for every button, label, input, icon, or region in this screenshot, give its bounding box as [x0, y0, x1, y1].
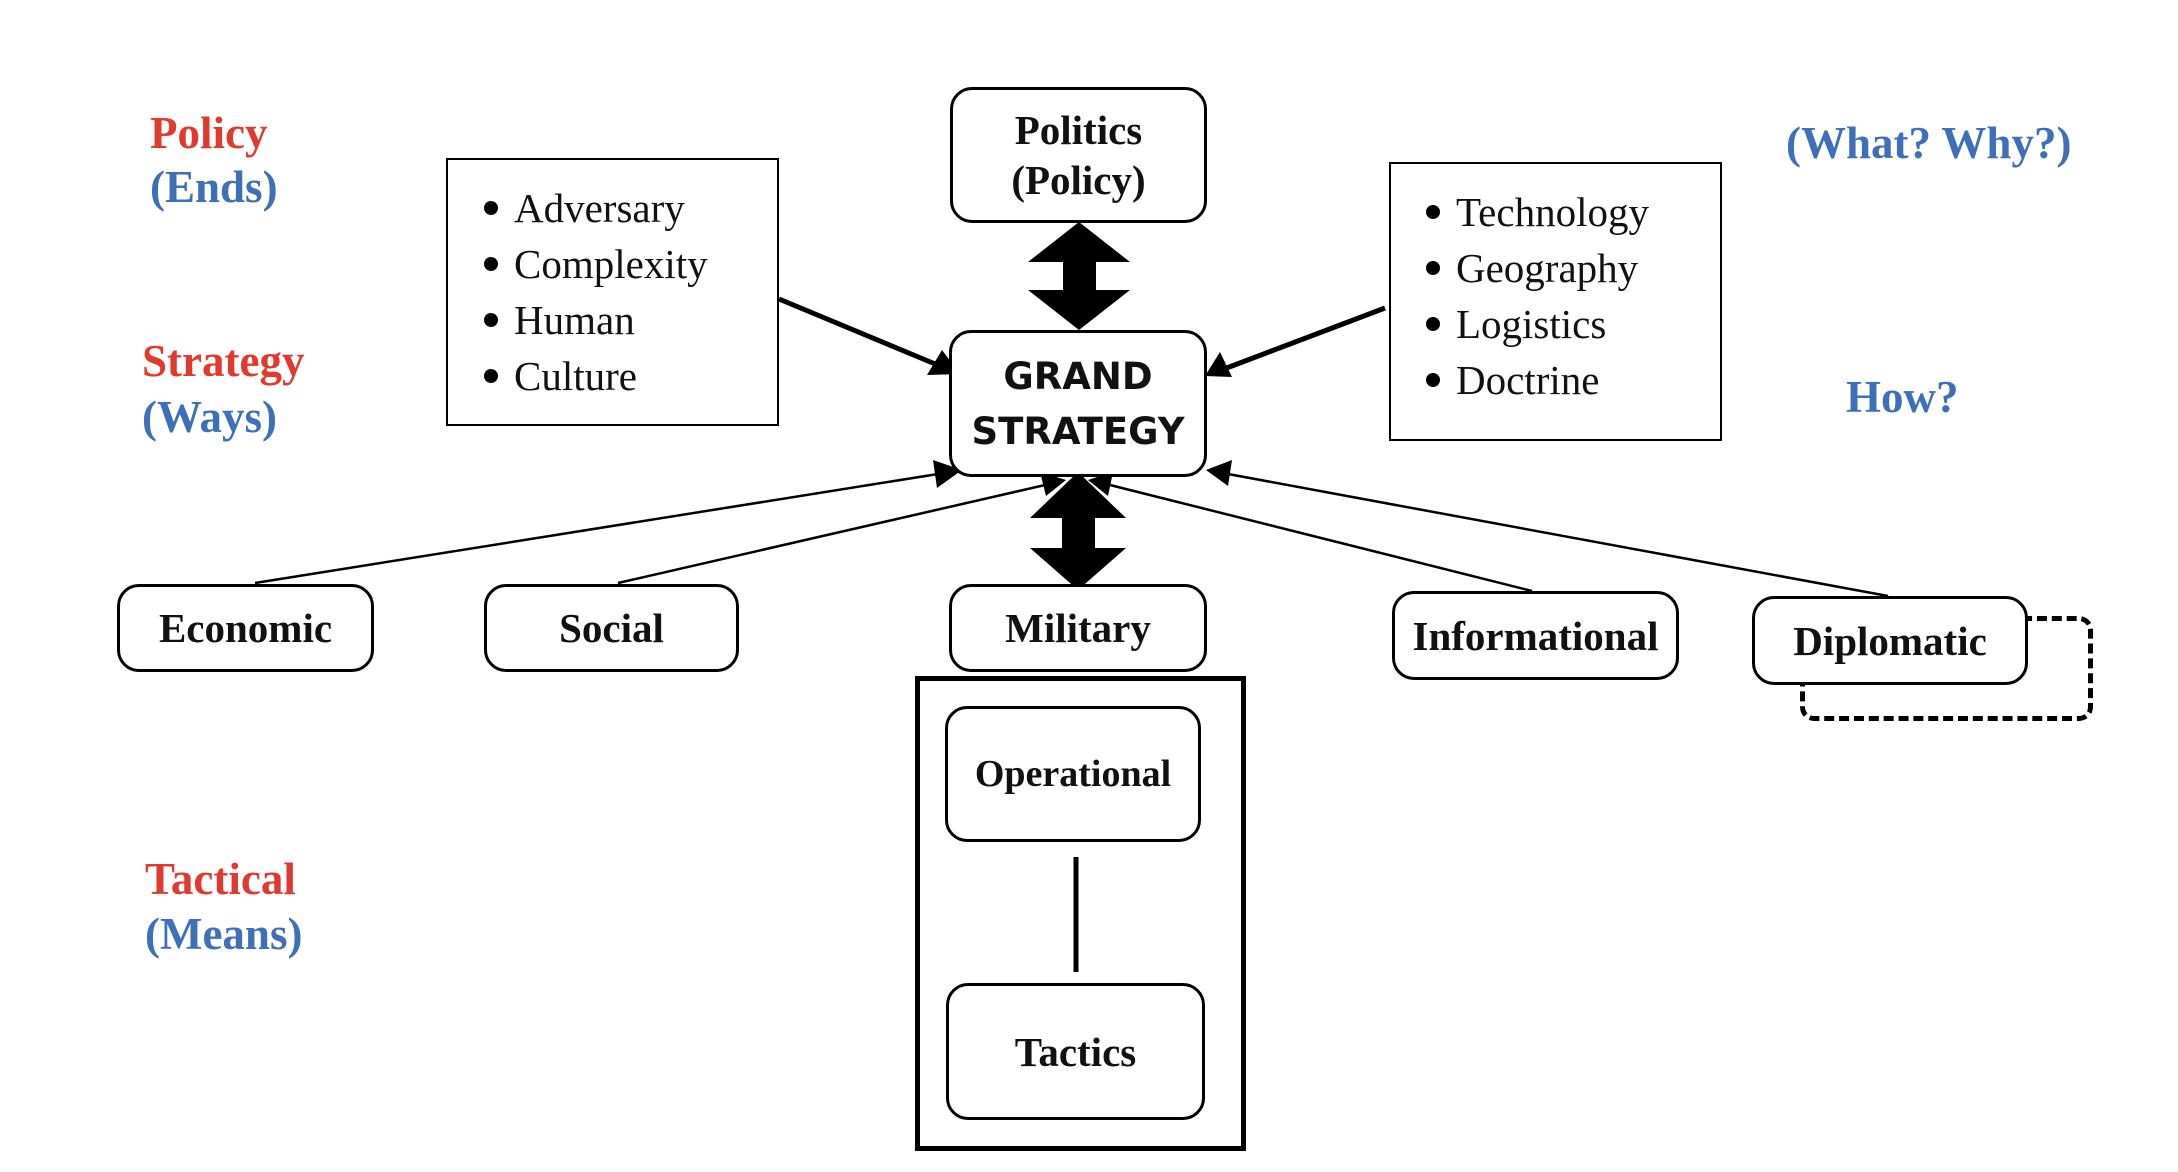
means-label: (Means)	[145, 909, 303, 959]
factor-label: Human	[514, 297, 635, 343]
diplomatic-arrow	[1206, 460, 1889, 598]
politics-grand-double-arrow	[1028, 222, 1130, 330]
politics-title: Politics	[1014, 107, 1143, 153]
strategy-label: Strategy	[142, 336, 305, 386]
factor-label: Geography	[1456, 245, 1639, 291]
grand-strategy-node[interactable]: GRAND STRATEGY	[949, 330, 1207, 477]
factor-label: Logistics	[1456, 301, 1607, 347]
grand-strategy-line1: GRAND	[1003, 354, 1153, 398]
bullet-icon	[1426, 317, 1440, 331]
economic-node[interactable]: Economic	[117, 584, 374, 672]
economic-label: Economic	[158, 605, 333, 651]
social-arrow	[617, 472, 1066, 585]
bullet-icon	[1426, 261, 1440, 275]
ways-label: (Ways)	[142, 392, 277, 442]
tactics-label: Tactics	[1014, 1028, 1137, 1075]
factor-item: Technology	[1426, 184, 1720, 240]
bullet-icon	[1426, 205, 1440, 219]
informational-label: Informational	[1412, 612, 1659, 659]
economic-arrow	[254, 460, 962, 585]
right-factors-box: Technology Geography Logistics Doctrine	[1389, 162, 1722, 441]
factor-label: Adversary	[514, 185, 685, 231]
social-label: Social	[559, 605, 664, 651]
policy-label: Policy	[150, 108, 268, 158]
factor-item: Doctrine	[1426, 352, 1720, 408]
left-factors-box: Adversary Complexity Human Culture	[446, 158, 779, 426]
factor-item: Human	[484, 292, 777, 348]
how-label: How?	[1846, 372, 1959, 422]
factor-item: Adversary	[484, 180, 777, 236]
bullet-icon	[484, 257, 498, 271]
factor-label: Complexity	[514, 241, 708, 287]
tactics-node[interactable]: Tactics	[946, 983, 1205, 1120]
operational-node[interactable]: Operational	[945, 706, 1201, 842]
left-factors-arrow	[778, 296, 960, 375]
politics-node[interactable]: Politics (Policy)	[950, 87, 1207, 223]
social-node[interactable]: Social	[484, 584, 739, 672]
military-node[interactable]: Military	[949, 584, 1207, 672]
politics-subtitle: (Policy)	[1011, 157, 1146, 203]
factor-item: Culture	[484, 348, 777, 404]
right-factors-arrow	[1205, 305, 1386, 377]
bullet-icon	[484, 201, 498, 215]
diplomatic-label: Diplomatic	[1793, 617, 1987, 664]
military-levels-frame	[915, 676, 1246, 1151]
bullet-icon	[484, 313, 498, 327]
factor-label: Culture	[514, 353, 637, 399]
grand-strategy-line2: STRATEGY	[971, 409, 1185, 453]
bullet-icon	[1426, 373, 1440, 387]
factor-item: Geography	[1426, 240, 1720, 296]
operational-label: Operational	[974, 753, 1172, 795]
informational-node[interactable]: Informational	[1392, 591, 1679, 680]
factor-item: Complexity	[484, 236, 777, 292]
factor-item: Logistics	[1426, 296, 1720, 352]
bullet-icon	[484, 369, 498, 383]
factor-label: Doctrine	[1456, 357, 1600, 403]
military-label: Military	[1005, 605, 1151, 651]
informational-arrow	[1088, 472, 1533, 593]
grand-military-double-arrow	[1030, 472, 1126, 590]
diplomatic-node[interactable]: Diplomatic	[1752, 596, 2028, 685]
ends-label: (Ends)	[150, 162, 278, 212]
what-why-label: (What? Why?)	[1786, 118, 2072, 168]
tactical-label: Tactical	[145, 854, 296, 904]
factor-label: Technology	[1456, 189, 1649, 235]
